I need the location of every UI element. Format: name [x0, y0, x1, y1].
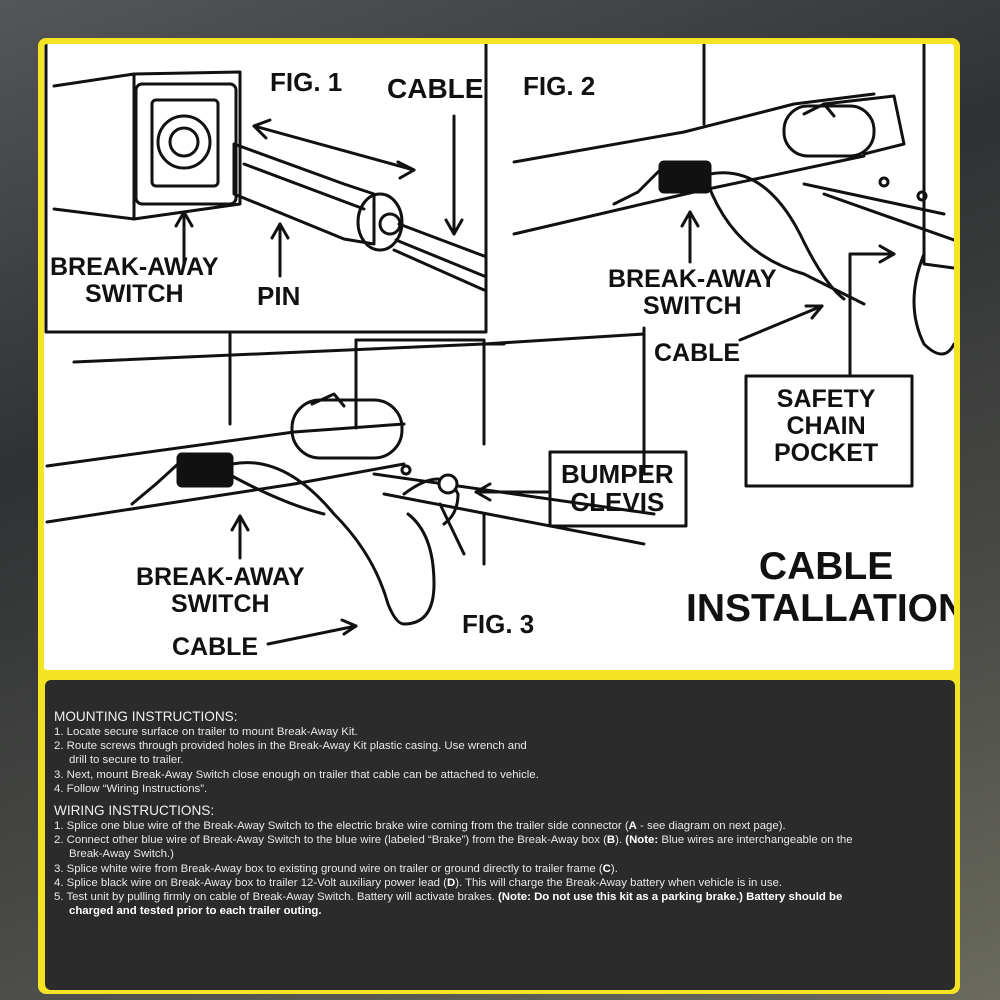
- wiring-step-3: 3. Splice white wire from Break-Away box…: [54, 862, 618, 875]
- wiring-step-1: 1. Splice one blue wire of the Break-Awa…: [54, 820, 786, 833]
- fig2-switch-label: BREAK-AWAY SWITCH: [608, 265, 777, 320]
- fig3-cable-label: CABLE: [172, 633, 259, 661]
- safety-chain-pocket-label: SAFETY CHAIN POCKET: [774, 385, 879, 467]
- fig2-cable-label: CABLE: [654, 339, 741, 367]
- mounting-step: 4. Follow “Wiring Instructions”.: [54, 782, 208, 795]
- fig3-switch-label: BREAK-AWAY SWITCH: [136, 563, 305, 618]
- instructions-panel: MOUNTING INSTRUCTIONS: 1. Locate secure …: [45, 680, 955, 990]
- mounting-step-continued: drill to secure to trailer.: [69, 754, 184, 767]
- wiring-step-5-continued: charged and tested prior to each trailer…: [69, 905, 322, 918]
- wiring-title: WIRING INSTRUCTIONS:: [54, 803, 215, 819]
- fig2-label: FIG. 2: [523, 71, 596, 101]
- wiring-step-5: 5. Test unit by pulling firmly on cable …: [54, 891, 843, 904]
- cable-installation-title: CABLE INSTALLATION: [686, 545, 954, 630]
- bumper-clevis-label: BUMPER CLEVIS: [561, 459, 674, 518]
- mounting-step: 2. Route screws through provided holes i…: [54, 740, 527, 753]
- fig1-cable-label: CABLE: [387, 73, 484, 104]
- diagram-panel: FIG. 1 CABLE BREAK-AWAY SWITCH PIN FIG. …: [44, 44, 954, 670]
- mounting-step: 1. Locate secure surface on trailer to m…: [54, 726, 358, 738]
- mounting-title: MOUNTING INSTRUCTIONS:: [54, 709, 238, 724]
- fig1-switch-label: BREAK-AWAY SWITCH: [50, 253, 219, 308]
- wiring-step-4: 4. Splice black wire on Break-Away box t…: [54, 876, 783, 889]
- fig1-label: FIG. 1: [270, 67, 343, 97]
- wiring-step-2-continued: Break-Away Switch.): [69, 848, 174, 861]
- wiring-step-2: 2. Connect other blue wire of Break-Away…: [54, 834, 853, 847]
- fig3-label: FIG. 3: [462, 609, 535, 639]
- fig1-pin-label: PIN: [257, 281, 301, 311]
- installation-drawing: [44, 44, 954, 646]
- mounting-step: 3. Next, mount Break-Away Switch close e…: [54, 768, 539, 781]
